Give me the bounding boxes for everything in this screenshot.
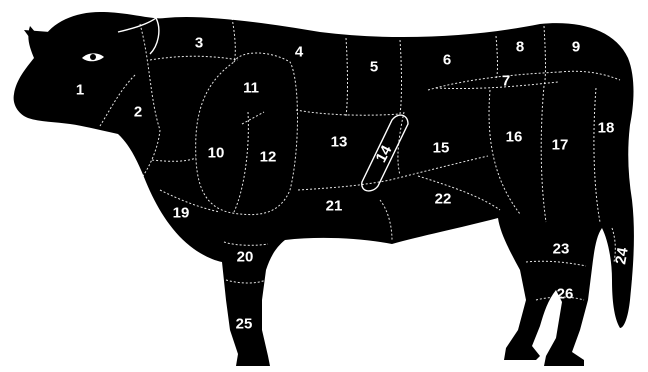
cow-body-shape xyxy=(14,12,634,366)
cow-pupil xyxy=(90,54,96,60)
cut-label-1: 1 xyxy=(76,82,84,99)
cut-label-5: 5 xyxy=(370,59,378,76)
cut-label-26: 26 xyxy=(557,286,574,303)
cut-label-18: 18 xyxy=(598,120,615,137)
cut-label-20: 20 xyxy=(237,249,254,266)
cut-label-11: 11 xyxy=(243,80,259,97)
cut-label-8: 8 xyxy=(516,39,524,56)
cut-label-13: 13 xyxy=(331,134,348,151)
cow-silhouette xyxy=(14,12,634,366)
cut-label-19: 19 xyxy=(173,205,190,222)
cut-label-4: 4 xyxy=(295,44,304,61)
cut-label-6: 6 xyxy=(443,52,451,69)
cut-label-17: 17 xyxy=(552,137,569,154)
cut-label-23: 23 xyxy=(553,241,570,258)
cut-label-25: 25 xyxy=(236,316,253,333)
cut-label-3: 3 xyxy=(195,35,203,52)
cut-label-16: 16 xyxy=(506,129,523,146)
cut-label-12: 12 xyxy=(260,149,277,166)
cut-label-10: 10 xyxy=(208,145,225,162)
cut-label-9: 9 xyxy=(572,39,580,56)
cut-label-22: 22 xyxy=(435,191,452,208)
cut-label-2: 2 xyxy=(134,104,142,121)
cut-label-7: 7 xyxy=(502,73,510,90)
cut-label-15: 15 xyxy=(433,140,450,157)
cut-label-21: 21 xyxy=(326,198,343,215)
